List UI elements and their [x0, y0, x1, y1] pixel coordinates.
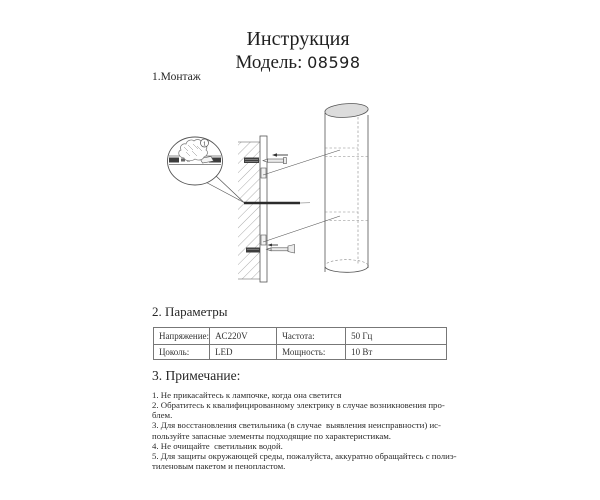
- lamp-body: [324, 103, 369, 273]
- section-heading-notes: 3. Примечание:: [152, 368, 241, 383]
- callout-number-circle: [200, 138, 209, 148]
- note-line: 3. Для восстановления светильника (в слу…: [152, 420, 441, 431]
- callout-number: 1: [203, 140, 206, 147]
- lamp-top-surface: [324, 103, 369, 118]
- section-heading-parameters: 2. Параметры: [152, 304, 228, 319]
- note-line: тиленовым пакетом и пенопластом.: [152, 461, 286, 472]
- mounting-plate: [259, 135, 268, 283]
- leader-lines: [262, 149, 341, 243]
- note-line: 1. Не прикасайтесь к лампочке, когда она…: [152, 390, 342, 400]
- top-screw-assembly: [244, 153, 288, 164]
- model-number: 08598: [307, 53, 361, 72]
- note-line: 5. Для защиты окружающей среды, пожалуйс…: [152, 450, 457, 461]
- param-value-frequency: 50 Гц: [345, 327, 448, 345]
- param-label-socket: Цоколь:: [152, 344, 211, 360]
- section-heading-montage: 1.Монтаж: [152, 71, 201, 83]
- hand-hatching: [183, 143, 203, 157]
- param-label-frequency: Частота:: [276, 327, 347, 345]
- param-value-socket: LED: [209, 344, 278, 360]
- table-row: Напряжение: AC220V Частота: 50 Гц: [152, 327, 448, 345]
- detail-callout: 1: [167, 136, 245, 203]
- model-label: Модель:: [235, 52, 303, 73]
- table-row: Цоколь: LED Мощность: 10 Вт: [152, 344, 448, 360]
- note-line: блем.: [152, 410, 173, 421]
- parameters-table: Напряжение: AC220V Частота: 50 Гц Цоколь…: [152, 327, 448, 360]
- param-value-voltage: AC220V: [209, 327, 278, 345]
- note-line: пользуйте запасные элементы подходящие п…: [152, 430, 392, 441]
- note-line: 2. Обратитесь к квалифицированному элект…: [152, 400, 445, 411]
- note-line: 4. Не очищайте светильник водой.: [152, 440, 283, 451]
- mounting-diagram: 1: [167, 103, 369, 283]
- param-label-power: Мощность:: [276, 344, 347, 360]
- notes-list: 1. Не прикасайтесь к лампочке, когда она…: [152, 390, 457, 471]
- param-value-power: 10 Вт: [345, 344, 448, 360]
- wall-section: [238, 141, 260, 280]
- page-title: Инструкция: [246, 28, 350, 50]
- bottom-screw-assembly: [246, 243, 295, 254]
- model-line: Модель: 08598: [0, 51, 596, 74]
- param-label-voltage: Напряжение:: [152, 327, 211, 345]
